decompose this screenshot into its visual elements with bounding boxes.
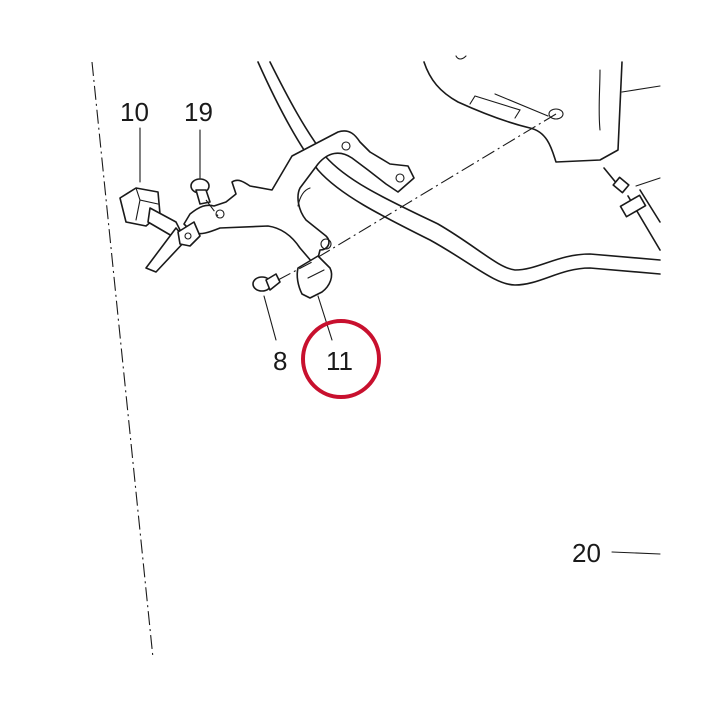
part-11-plate (296, 255, 333, 299)
part-8-bolt (252, 261, 313, 292)
tank-housing (423, 55, 661, 251)
callout-19: 19 (184, 97, 213, 127)
callout-8: 8 (273, 346, 287, 376)
leader-20 (611, 551, 661, 555)
rod (257, 61, 661, 286)
callout-11: 11 (326, 346, 353, 376)
callout-20: 20 (572, 538, 601, 568)
leader-8 (263, 295, 277, 341)
part-19-screw (190, 178, 219, 217)
highlight-circle (301, 319, 381, 399)
leader-11 (317, 295, 333, 341)
centerline (91, 61, 154, 659)
part-10-knob (119, 187, 201, 273)
callout-10: 10 (120, 97, 149, 127)
bracket (183, 130, 415, 263)
